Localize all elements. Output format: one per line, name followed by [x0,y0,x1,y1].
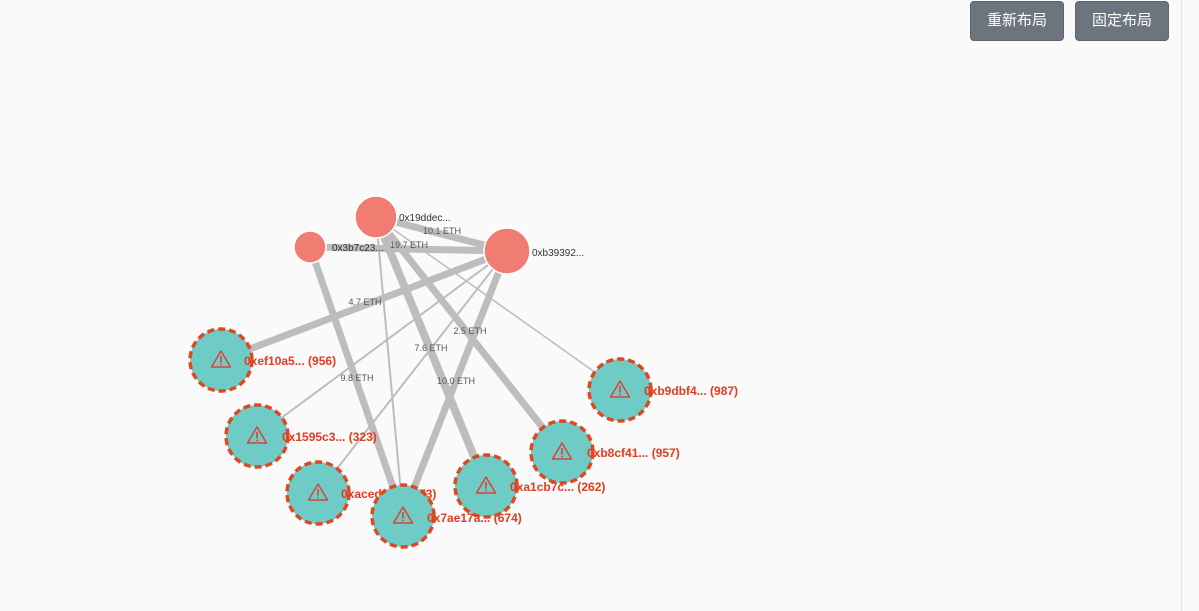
target-node-label: 0xa1cb7c... (262) [510,480,605,494]
warning-icon [475,476,497,494]
source-node-label: 0x19ddec... [399,213,451,224]
source-node-label: 0xb39392... [532,248,584,259]
source-node[interactable]: 0xb39392... [483,227,584,275]
edge-label: 10.0 ETH [437,376,475,386]
edge-s1-t6[interactable] [373,214,565,455]
edge-s2-t4[interactable] [306,245,407,518]
edge-s1-t7[interactable] [375,216,621,391]
target-node-label: 0x1595c3... (323) [282,430,377,444]
edge-label-layer: 10.1 ETH 19.7 ETH 4.7 ETH 9.8 ETH 10.0 ETH 7.… [340,226,486,386]
warning-icon [307,483,329,501]
edge-label: 7.6 ETH [414,343,447,353]
content-divider [1181,0,1182,611]
edge-s1-t5[interactable] [372,215,490,488]
edge-label: 2.5 ETH [453,326,486,336]
target-node[interactable]: 0x1595c3... (323) [224,403,377,469]
target-node[interactable]: 0xef10a5... (956) [188,327,336,393]
source-node[interactable]: 0x3b7c23... [293,230,384,264]
warning-icon [210,350,232,368]
target-node[interactable]: 0xb9dbf4... (987) [587,357,738,423]
edge-label: 9.8 ETH [340,373,373,383]
edge-s2-s3[interactable] [309,243,508,255]
fix-layout-button[interactable]: 固定布局 [1074,1,1169,41]
edge-label: 10.1 ETH [423,226,461,236]
edge-s3-t1[interactable] [219,247,509,364]
edge-label: 4.7 ETH [348,297,381,307]
edge-s3-t4[interactable] [399,249,511,518]
relayout-button[interactable]: 重新布局 [969,1,1064,41]
target-node-label: 0xb8cf41... (957) [587,446,680,460]
warning-icon [551,442,573,460]
target-node-label: 0xef10a5... (956) [244,354,336,368]
warning-icon [246,426,268,444]
edge-s1-t4[interactable] [375,216,404,517]
source-node-circle[interactable] [354,195,398,239]
edge-s3-t3[interactable] [317,250,508,494]
target-node[interactable]: 0x7ae17a... (674) [370,483,522,549]
source-node-circle[interactable] [293,230,327,264]
source-node-label: 0x3b7c23... [332,243,384,254]
target-node-label: 0xb9dbf4... (987) [644,384,738,398]
source-node[interactable]: 0x19ddec... [354,195,451,239]
target-node[interactable]: 0xb8cf41... (957) [529,419,680,485]
warning-icon [609,380,631,398]
toolbar: 重新布局 固定布局 [969,1,1169,41]
source-node-circle[interactable] [483,227,531,275]
edge-s3-t2[interactable] [256,250,508,437]
warning-icon [392,506,414,524]
target-node[interactable]: 0xa1cb7c... (262) [453,453,605,519]
node-layer: 0x19ddec... 0x3b7c23... 0xb39392... 0xef10a… [188,195,738,549]
edge-label: 19.7 ETH [390,240,428,250]
